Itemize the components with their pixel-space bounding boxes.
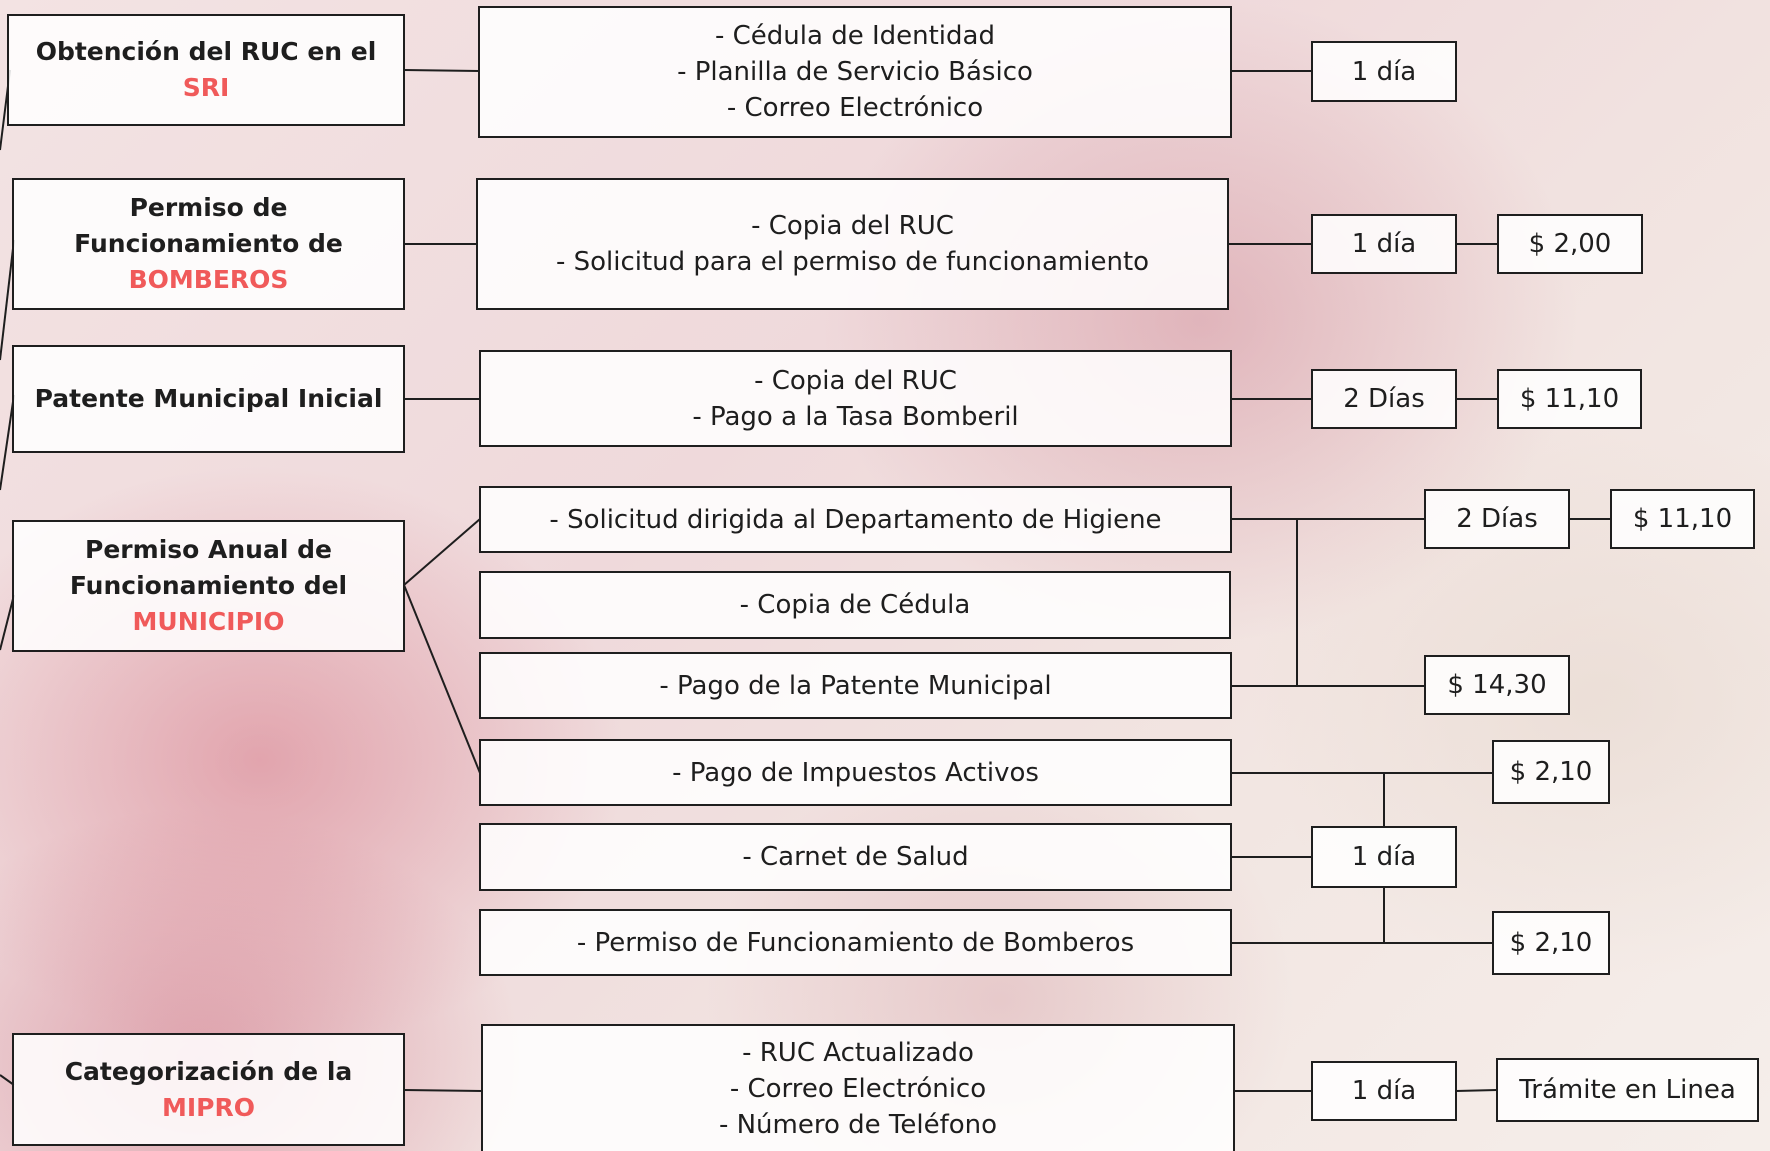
requirement-item: - Permiso de Funcionamiento de Bomberos: [576, 927, 1135, 958]
category-patente: Patente Municipal Inicial: [12, 345, 405, 453]
connector: [403, 1089, 483, 1092]
cost-bomberos: $ 2,00: [1497, 214, 1643, 274]
time-label: 2 Días: [1456, 504, 1538, 534]
requirement-item: - Correo Electrónico: [726, 93, 984, 123]
time-mipro: 1 día: [1311, 1061, 1457, 1121]
category-highlight: MUNICIPIO: [132, 607, 285, 636]
category-title: Patente Municipal Inicial: [34, 384, 383, 413]
requirement-permiso-bomberos: - Permiso de Funcionamiento de Bomberos: [479, 909, 1232, 976]
requirement-impuestos: - Pago de Impuestos Activos: [479, 739, 1232, 806]
requirement-item: - Pago a la Tasa Bomberil: [692, 401, 1019, 432]
requirement-item: - RUC Actualizado: [742, 1037, 974, 1068]
requirement-item: - Número de Teléfono: [718, 1109, 998, 1140]
time-label: 2 Días: [1343, 384, 1425, 414]
cost-municipio-patente: $ 14,30: [1424, 655, 1570, 715]
connector: [1455, 1089, 1498, 1092]
requirements-sri: - Cédula de Identidad - Planilla de Serv…: [478, 6, 1232, 138]
requirements-mipro: - RUC Actualizado - Correo Electrónico -…: [481, 1024, 1235, 1151]
cost-label: $ 2,00: [1528, 229, 1612, 259]
requirement-item: - Correo Electrónico: [729, 1073, 987, 1104]
spine-segment: [0, 594, 15, 651]
requirement-item: - Planilla de Servicio Básico: [677, 57, 1033, 87]
time-municipio-higiene: 2 Días: [1424, 489, 1570, 549]
spine-segment: [0, 394, 15, 491]
requirement-item: - Copia del RUC: [751, 211, 954, 241]
time-patente: 2 Días: [1311, 369, 1457, 429]
category-mipro: Categorización de la MIPRO: [12, 1033, 405, 1146]
cost-label: $ 2,10: [1509, 757, 1593, 787]
category-highlight: BOMBEROS: [128, 265, 289, 294]
requirement-item: - Cédula de Identidad: [715, 21, 995, 51]
requirement-patente-municipal: - Pago de la Patente Municipal: [479, 652, 1232, 719]
connector: [403, 518, 481, 586]
requirement-item: - Copia del RUC: [754, 365, 957, 396]
cost-label: $ 2,10: [1509, 928, 1593, 958]
category-title: Obtención del RUC en el: [35, 37, 377, 66]
cost-label: $ 11,10: [1519, 384, 1620, 414]
connector: [403, 69, 480, 72]
cost-label: $ 11,10: [1632, 504, 1733, 534]
requirement-item: - Solicitud para el permiso de funcionam…: [555, 247, 1150, 277]
requirement-item: - Pago de Impuestos Activos: [672, 757, 1039, 788]
category-bomberos: Permiso de Funcionamiento de BOMBEROS: [12, 178, 405, 310]
requirement-item: - Solicitud dirigida al Departamento de …: [549, 504, 1162, 535]
category-title-2: Funcionamiento del: [69, 571, 348, 600]
category-title: Categorización de la: [64, 1056, 353, 1086]
requirement-cedula: - Copia de Cédula: [479, 571, 1231, 639]
requirements-patente: - Copia del RUC - Pago a la Tasa Bomberi…: [479, 350, 1232, 447]
requirement-item: - Copia de Cédula: [739, 590, 971, 620]
cost-municipio-impuestos: $ 2,10: [1492, 740, 1610, 804]
cost-label: Trámite en Linea: [1519, 1075, 1736, 1105]
category-highlight: SRI: [182, 73, 230, 102]
requirement-carnet-salud: - Carnet de Salud: [479, 823, 1232, 891]
requirement-higiene: - Solicitud dirigida al Departamento de …: [479, 486, 1232, 553]
cost-label: $ 14,30: [1447, 670, 1547, 700]
category-title: Permiso Anual de: [85, 535, 332, 564]
connector: [403, 584, 481, 774]
cost-municipio-higiene: $ 11,10: [1610, 489, 1755, 549]
time-municipio-salud: 1 día: [1311, 826, 1457, 888]
category-highlight: MIPRO: [161, 1092, 255, 1122]
time-sri: 1 día: [1311, 41, 1457, 102]
category-title: Permiso de: [129, 193, 288, 222]
requirement-item: - Pago de la Patente Municipal: [659, 670, 1052, 701]
time-label: 1 día: [1351, 1076, 1417, 1106]
category-title-2: Funcionamiento de: [74, 229, 343, 258]
time-bomberos: 1 día: [1311, 214, 1457, 274]
time-label: 1 día: [1351, 229, 1417, 259]
requirement-item: - Carnet de Salud: [742, 842, 969, 872]
cost-patente: $ 11,10: [1497, 369, 1642, 429]
spine-segment: [0, 1074, 15, 1086]
cost-mipro: Trámite en Linea: [1496, 1058, 1759, 1122]
time-label: 1 día: [1351, 842, 1417, 872]
category-sri: Obtención del RUC en el SRI: [7, 14, 405, 126]
category-municipio: Permiso Anual de Funcionamiento del MUNI…: [12, 520, 405, 652]
cost-municipio-bomberos: $ 2,10: [1492, 911, 1610, 975]
time-label: 1 día: [1351, 56, 1417, 87]
spine-segment: [0, 239, 15, 361]
requirements-bomberos: - Copia del RUC - Solicitud para el perm…: [476, 178, 1229, 310]
